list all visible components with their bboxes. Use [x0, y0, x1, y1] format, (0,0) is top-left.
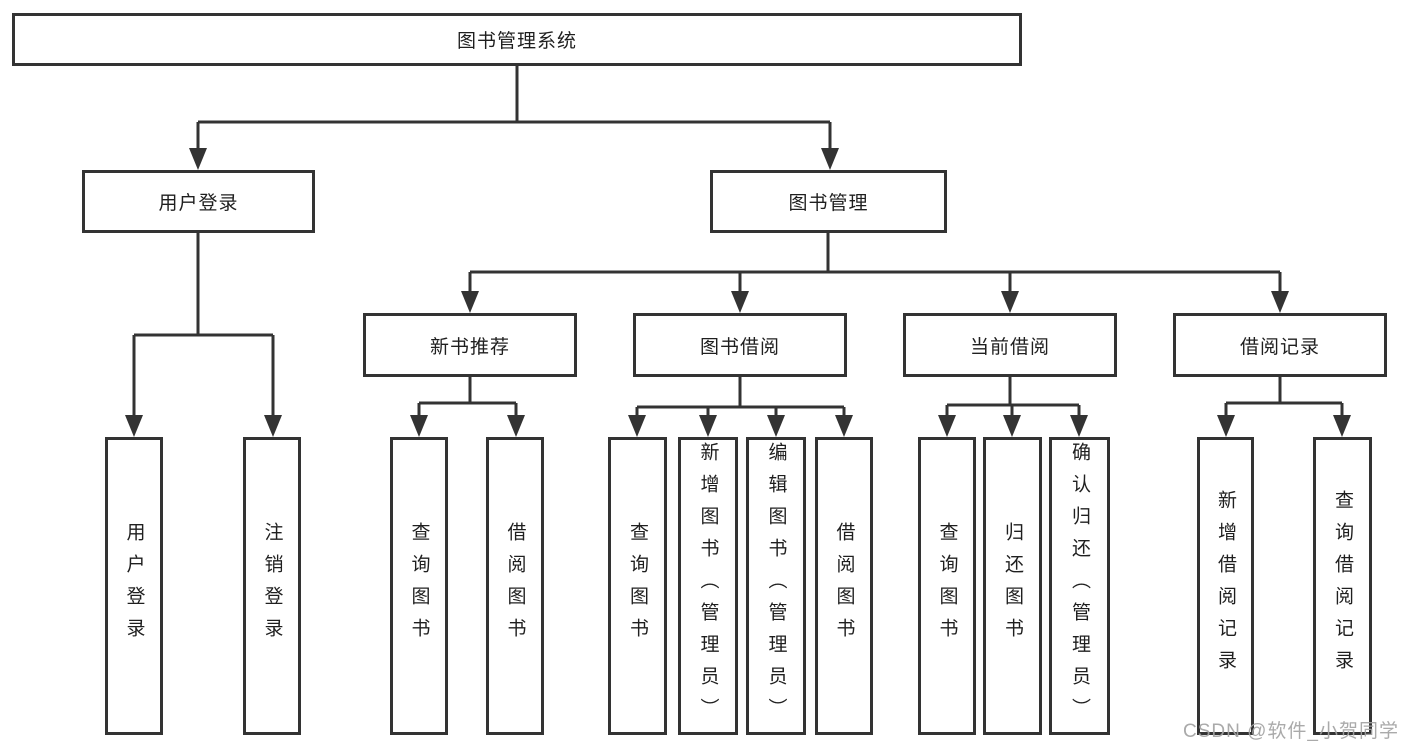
- arrowhead-icons: [125, 148, 1351, 437]
- leaf-return-books: 归还图书: [983, 437, 1042, 735]
- leaf-query-books-recommend: 查询图书: [390, 437, 448, 735]
- node-current-borrow: 当前借阅: [903, 313, 1117, 377]
- node-book-borrow: 图书借阅: [633, 313, 847, 377]
- leaf-add-borrow-record: 新增借阅记录: [1197, 437, 1254, 735]
- leaf-edit-book-admin: 编辑图书（管理员）: [746, 437, 806, 735]
- leaf-confirm-return-admin: 确认归还（管理员）: [1049, 437, 1110, 735]
- leaf-add-book-admin: 新增图书（管理员）: [678, 437, 738, 735]
- leaf-borrow-books: 借阅图书: [815, 437, 873, 735]
- leaf-borrow-books-recommend: 借阅图书: [486, 437, 544, 735]
- leaf-query-books-borrow: 查询图书: [608, 437, 667, 735]
- watermark: CSDN @软件_小贺同学: [1183, 721, 1399, 742]
- leaf-logout: 注销登录: [243, 437, 301, 735]
- leaf-query-books-current: 查询图书: [918, 437, 976, 735]
- node-user-login: 用户登录: [82, 170, 315, 233]
- node-borrow-records: 借阅记录: [1173, 313, 1387, 377]
- node-book-management: 图书管理: [710, 170, 947, 233]
- node-library-management-system: 图书管理系统: [12, 13, 1022, 66]
- node-new-book-recommend: 新书推荐: [363, 313, 577, 377]
- leaf-query-borrow-record: 查询借阅记录: [1313, 437, 1372, 735]
- leaf-user-login: 用户登录: [105, 437, 163, 735]
